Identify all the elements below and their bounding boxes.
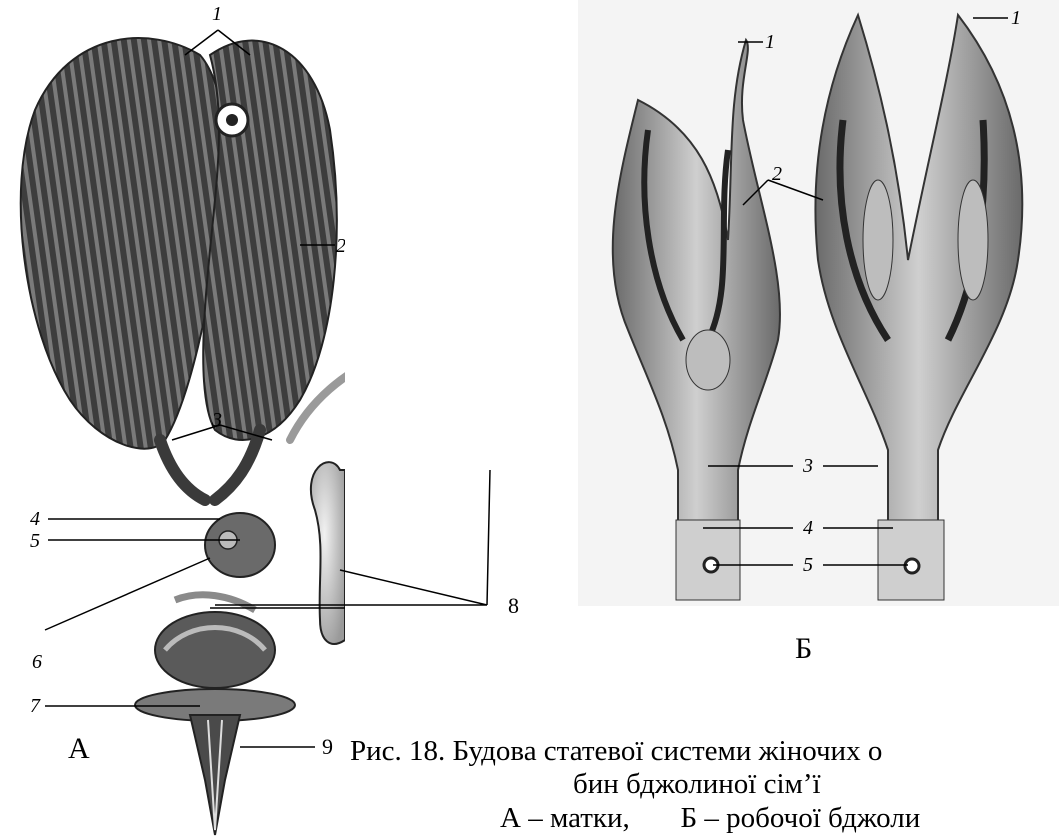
caption-line-3: А – матки, Б – робочої бджоли xyxy=(500,802,920,835)
callout-b-3: 3 xyxy=(802,455,813,477)
panel-b-worker-illustration: 1 1 2 3 4 5 xyxy=(578,0,1059,606)
callout-b-1-right: 1 xyxy=(1011,7,1021,29)
panel-b-label: Б xyxy=(795,632,812,666)
figure-caption: Рис. 18. Будова статевої системи жіночих… xyxy=(350,735,1059,768)
callout-b-1-left: 1 xyxy=(765,31,775,53)
worker-organ-right xyxy=(815,15,1022,600)
callout-a-8: 8 xyxy=(508,593,519,618)
caption-line-1: Рис. 18. Будова статевої системи жіночих… xyxy=(350,735,1059,768)
callout-b-2: 2 xyxy=(772,163,782,185)
worker-diagram-svg: 1 1 2 3 4 5 xyxy=(578,0,1059,606)
callout-a-9: 9 xyxy=(322,734,333,759)
worker-organ-left xyxy=(613,40,780,600)
panel-a-label: А xyxy=(68,732,90,766)
caption-line-2: бин бджолиної сім’ї xyxy=(573,768,821,801)
callout-b-4: 4 xyxy=(803,517,813,539)
callout-b-5: 5 xyxy=(803,554,813,576)
